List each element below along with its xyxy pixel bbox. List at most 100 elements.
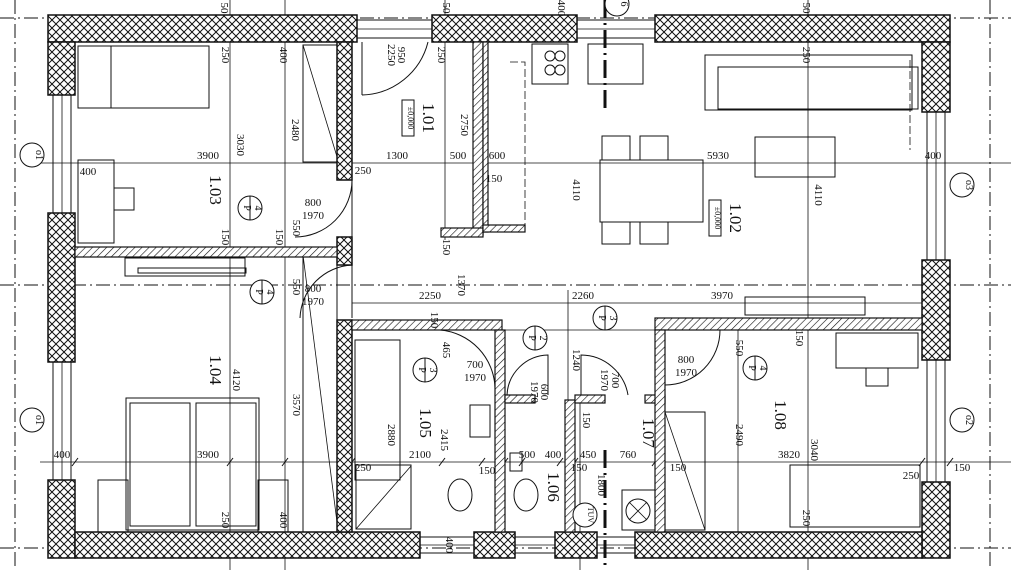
dimension-label-vertical: 1970 xyxy=(598,369,610,392)
dimension-label-vertical: 3570 xyxy=(290,394,302,417)
door-tag-number: 3 xyxy=(607,316,618,321)
room-number: 1.05 xyxy=(416,408,435,438)
dimension-label-vertical: 250 xyxy=(219,512,231,529)
dimension-label-vertical: 250 xyxy=(219,47,231,64)
counter-outline xyxy=(487,60,911,232)
dimension-label: 800 xyxy=(678,354,695,366)
dimension-label-vertical: 250 xyxy=(800,47,812,64)
furniture-item xyxy=(601,221,631,245)
dimension-label-vertical: 50 xyxy=(440,3,452,15)
dimension-label: 250 xyxy=(355,165,372,177)
dimension-label: 400 xyxy=(54,449,71,461)
dimension-label-vertical: 250 xyxy=(800,510,812,527)
door-tag-number: 4 xyxy=(252,206,263,211)
exterior-wall xyxy=(47,212,76,363)
dimension-label-vertical: 1970 xyxy=(528,381,540,404)
interior-wall xyxy=(482,224,526,233)
door-tag-number: 2 xyxy=(537,336,548,341)
room-number: 1.04 xyxy=(206,355,225,385)
dimension-label: 500 xyxy=(450,150,467,162)
dimension-label: 3970 xyxy=(711,290,734,302)
furniture-item xyxy=(509,452,523,472)
hob-burner-icon xyxy=(544,64,556,76)
dimension-label-vertical: 3040 xyxy=(808,439,820,462)
dimension-label-vertical: 1240 xyxy=(570,349,582,372)
dimension-label-vertical: 3030 xyxy=(234,134,246,157)
interior-wall xyxy=(504,394,536,404)
furniture-item xyxy=(354,339,401,481)
dimension-label-vertical: 400 xyxy=(555,0,567,17)
dimension-label: 250 xyxy=(903,470,920,482)
door-tag-type: P xyxy=(416,367,427,373)
door-tag-number: 4 xyxy=(264,290,275,295)
dimension-label-vertical: 4110 xyxy=(812,184,824,206)
door-tag-number: 3 xyxy=(427,368,438,373)
equipment-tag-circle xyxy=(572,502,598,528)
dimension-label: 2100 xyxy=(409,449,432,461)
dimension-label-vertical: 150 xyxy=(219,229,231,246)
exterior-wall xyxy=(634,531,923,559)
dimension-label: 400 xyxy=(925,150,942,162)
dimension-label-vertical: 550 xyxy=(733,340,745,357)
dimension-label-vertical: 2250 xyxy=(385,44,397,67)
dimension-label-vertical: 550 xyxy=(290,220,302,237)
hob-burner-icon xyxy=(554,64,566,76)
exterior-wall xyxy=(47,41,76,96)
toilet-icon xyxy=(447,478,473,512)
dimension-label-vertical: 4120 xyxy=(230,369,242,392)
equipment-label: TUV xyxy=(586,507,595,524)
dimension-label-vertical: 1800 xyxy=(595,474,607,497)
wardrobe-diagonal xyxy=(302,44,706,531)
level-mark: ±0,000 xyxy=(406,107,415,129)
exterior-wall xyxy=(921,41,951,113)
door-tag-number: 4 xyxy=(757,366,768,371)
dimension-label-vertical: 550 xyxy=(290,279,302,296)
furniture-item xyxy=(865,367,889,387)
exterior-wall xyxy=(336,41,353,181)
furniture-item xyxy=(77,45,210,109)
window-tag-label: o2 xyxy=(963,415,974,425)
furniture-item xyxy=(137,267,247,274)
dimension-label: 800 xyxy=(305,197,322,209)
dimension-label: 450 xyxy=(580,449,597,461)
door-tag-type: P xyxy=(526,335,537,341)
dimension-label: 400 xyxy=(545,449,562,461)
dimension-label-vertical: 400 xyxy=(443,537,455,554)
door-tag-type: P xyxy=(746,365,757,371)
dimension-label-vertical: 150 xyxy=(273,229,285,246)
furniture-item xyxy=(587,43,644,85)
furniture-item xyxy=(125,397,260,531)
labels: 1.01±0,0001.02±0,0001.031.041.051.061.07… xyxy=(19,0,975,554)
interior-wall xyxy=(574,394,606,404)
dimension-label: 800 xyxy=(305,283,322,295)
dimension-label-vertical: 2750 xyxy=(458,114,470,137)
door-swing xyxy=(361,41,429,96)
dimension-label: 3900 xyxy=(197,150,220,162)
dimension-label-vertical: 600 xyxy=(538,384,550,401)
dimension-label: 1970 xyxy=(302,296,325,308)
exterior-wall xyxy=(554,531,598,559)
dimension-label-vertical: 400 xyxy=(277,512,289,529)
furniture-item xyxy=(355,464,412,530)
interior-wall xyxy=(351,319,503,331)
exterior-wall xyxy=(654,14,951,43)
door-swing xyxy=(439,329,496,389)
dimension-label-vertical: 150 xyxy=(440,239,452,256)
door-tag-type: P xyxy=(241,205,252,211)
dimension-label-vertical: 950 xyxy=(395,47,407,64)
dimension-label-vertical: 150 xyxy=(793,330,805,347)
walls xyxy=(47,14,951,559)
room-number: 1.07 xyxy=(639,418,658,448)
dimension-label-vertical: 150 xyxy=(580,412,592,429)
dimension-label: 1970 xyxy=(675,367,698,379)
room-number: 1.03 xyxy=(206,175,225,205)
dimension-label: 700 xyxy=(467,359,484,371)
dimension-label: 150 xyxy=(479,465,496,477)
dimension-label-vertical: 2490 xyxy=(733,424,745,447)
furniture-item xyxy=(704,54,913,111)
furniture-item xyxy=(129,402,191,527)
furniture-item xyxy=(717,66,919,110)
interior-wall xyxy=(440,227,484,238)
dimension-label-vertical: 700 xyxy=(609,372,621,389)
dimension-tick xyxy=(438,457,446,467)
